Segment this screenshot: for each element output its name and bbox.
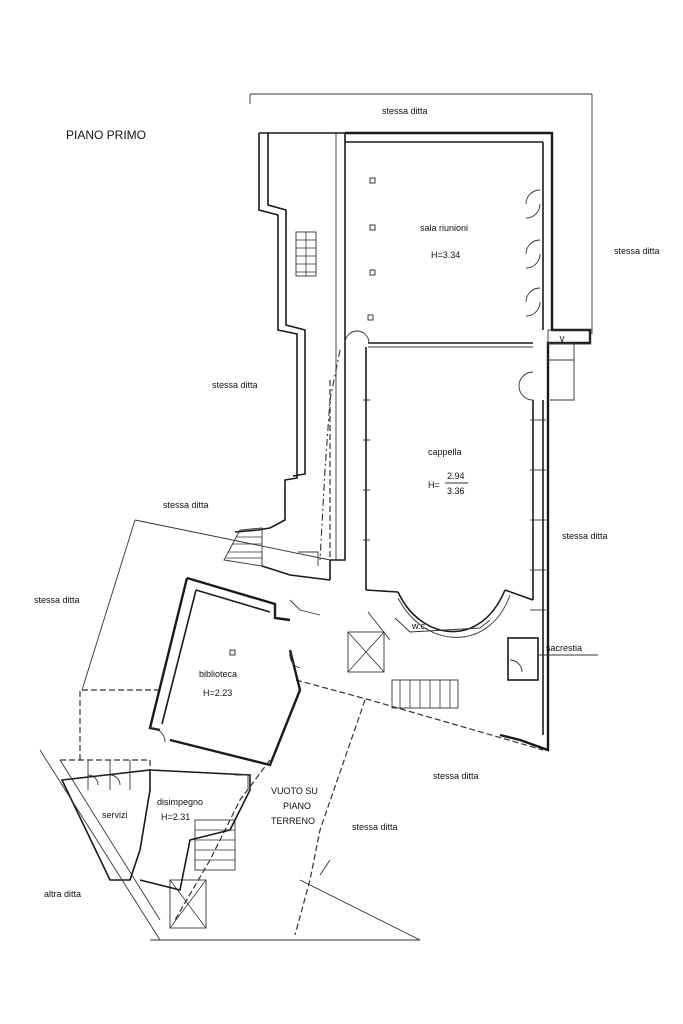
corridor-east-wall xyxy=(259,132,346,580)
sacrestia-room xyxy=(507,637,539,681)
room-name-sacrestia: sacrestia xyxy=(546,643,582,653)
door-swing xyxy=(289,651,301,669)
altra-ditta-boundary xyxy=(39,749,161,941)
corridor-wall-inner xyxy=(267,133,306,477)
room-height-biblioteca: H=2.23 xyxy=(203,688,232,698)
stair-landing xyxy=(547,329,591,345)
stair-step xyxy=(550,360,575,401)
neighbour-label-south-east: stessa ditta xyxy=(433,771,479,781)
riser-box xyxy=(235,774,249,790)
void-label-line2: PIANO xyxy=(283,801,311,811)
room-name-wc: w.c. xyxy=(411,621,428,631)
void-label-line3: TERRENO xyxy=(271,816,315,826)
altra-ditta-wall xyxy=(59,759,161,921)
room-height-disimpegno: H=2.31 xyxy=(161,812,190,822)
room-name-servizi: servizi xyxy=(102,810,128,820)
door-swing xyxy=(525,189,541,205)
corridor-wall-outer xyxy=(234,133,298,533)
apse-curve xyxy=(397,589,506,633)
room-height-sala-riunioni: H=3.34 xyxy=(431,250,460,260)
apse-wall xyxy=(504,589,534,601)
door-swing xyxy=(525,239,541,255)
door-swing xyxy=(525,203,541,219)
neighbour-label-top: stessa ditta xyxy=(382,106,428,116)
void-label-line1: VUOTO SU xyxy=(271,786,318,796)
corridor-connection xyxy=(289,599,321,616)
neighbour-label-south: stessa ditta xyxy=(352,822,398,832)
staircase-upper xyxy=(295,231,317,277)
neighbour-label-west: stessa ditta xyxy=(163,500,209,510)
lower-floor-outline xyxy=(60,759,151,770)
room-name-biblioteca: biblioteca xyxy=(199,669,237,679)
wc-wall xyxy=(394,617,491,633)
staircase-corridor xyxy=(223,527,263,567)
bottom-wall xyxy=(299,879,421,941)
door-swing xyxy=(525,253,541,269)
west-neighbour-boundary xyxy=(81,519,331,691)
room-height-cappella-top: 2.94 xyxy=(447,471,465,481)
neighbour-label-right-top: stessa ditta xyxy=(614,246,660,256)
neighbour-label-right-mid: stessa ditta xyxy=(562,531,608,541)
lower-floor-outline xyxy=(294,699,366,936)
door-swing xyxy=(518,371,534,387)
apse-wall xyxy=(365,589,399,593)
plan-title: PIANO PRIMO xyxy=(66,128,146,142)
room-height-cappella-prefix: H= xyxy=(428,480,440,490)
room-name-disimpegno: disimpegno xyxy=(157,797,203,807)
lower-floor-outline xyxy=(295,679,544,751)
biblioteca-walls-inner xyxy=(161,589,271,725)
disimpegno-walls xyxy=(139,769,251,891)
door-swing xyxy=(344,330,358,344)
door-swing xyxy=(149,727,166,743)
door-swing xyxy=(518,385,534,401)
corridor-connection xyxy=(261,565,331,581)
pillar xyxy=(229,649,236,656)
window-ticks xyxy=(363,399,546,611)
stair-arrow-icon xyxy=(559,335,565,344)
wc-partition xyxy=(367,611,391,641)
apse-curve-inner xyxy=(397,594,511,638)
lower-floor-outline xyxy=(79,689,160,760)
other-owner-label: altra ditta xyxy=(44,889,81,899)
neighbour-label-corridor: stessa ditta xyxy=(212,380,258,390)
room-height-cappella-bottom: 3.36 xyxy=(447,486,465,496)
servizi-walls xyxy=(60,769,151,881)
bottom-wall xyxy=(319,859,331,876)
hatched-stair-lower xyxy=(169,631,459,929)
stair-step xyxy=(548,342,575,361)
room-name-cappella: cappella xyxy=(428,447,462,457)
door-swing xyxy=(509,659,523,673)
pillar xyxy=(369,224,376,231)
door-swing xyxy=(525,287,541,303)
pillar xyxy=(367,314,374,321)
pillar xyxy=(369,177,376,184)
servizi-cubicles xyxy=(87,760,131,790)
lower-floor-outline xyxy=(319,349,341,561)
door-swing xyxy=(525,301,541,317)
pillar xyxy=(369,269,376,276)
corridor-connection xyxy=(298,551,319,566)
neighbour-label-far-west: stessa ditta xyxy=(34,595,80,605)
door-swing xyxy=(356,330,370,344)
room-name-sala-riunioni: sala riunioni xyxy=(420,223,468,233)
